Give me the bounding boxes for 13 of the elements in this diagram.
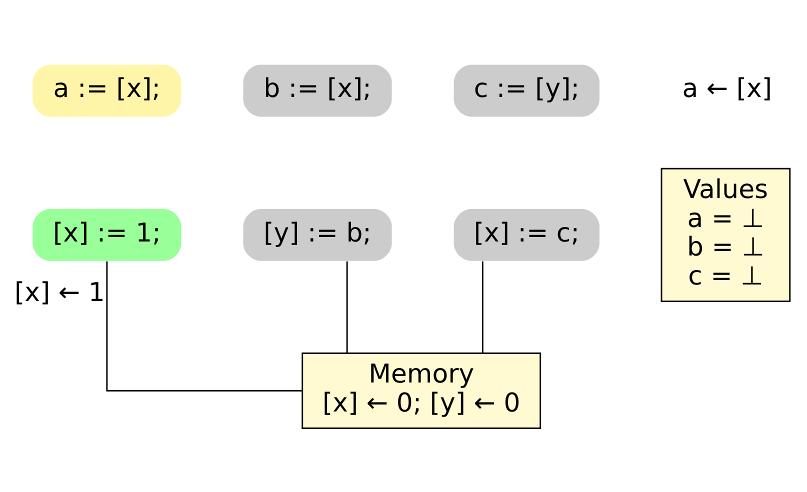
node-box: [y] := b; [243, 208, 392, 260]
connector [482, 260, 484, 353]
node-box: a := [x]; [32, 64, 182, 116]
label: a ← [x] [682, 74, 772, 104]
node-box: [x] := c; [454, 208, 600, 260]
node-box: Memory [x] ← 0; [y] ← 0 [302, 352, 542, 428]
node-box: c := [y]; [454, 64, 600, 116]
connector [106, 260, 302, 391]
node-box: b := [x]; [243, 64, 392, 116]
node-box: Values a = ⊥ b = ⊥ c = ⊥ [660, 167, 791, 302]
edge-label: [x] ← 1 [14, 277, 105, 308]
node-box: [x] := 1; [32, 208, 182, 260]
connector [346, 260, 348, 353]
